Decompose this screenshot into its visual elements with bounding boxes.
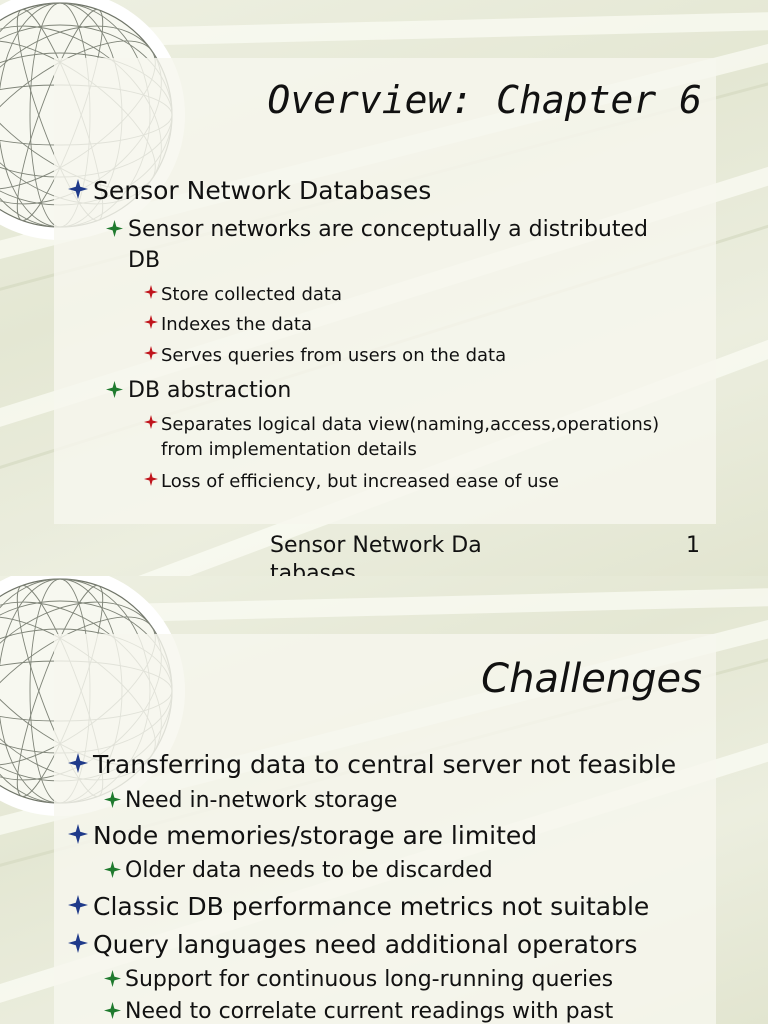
slide-title: Challenges xyxy=(481,656,702,702)
four-point-star-icon xyxy=(68,933,88,953)
slide-1: Overview: Chapter 6 Sensor Network Da tab… xyxy=(0,0,768,576)
slide-title: Overview: Chapter 6 xyxy=(267,78,702,122)
four-point-star-icon xyxy=(68,179,88,199)
four-point-star-icon xyxy=(104,791,121,808)
four-point-star-icon xyxy=(104,1002,121,1019)
four-point-star-icon xyxy=(68,895,88,915)
four-point-star-icon xyxy=(106,220,123,237)
four-point-star-icon xyxy=(104,861,121,878)
four-point-star-icon xyxy=(144,472,158,486)
four-point-star-icon xyxy=(68,824,88,844)
four-point-star-icon xyxy=(104,970,121,987)
content-panel xyxy=(54,634,716,1024)
slide-2: Challenges Transferring data to central … xyxy=(0,576,768,1024)
four-point-star-icon xyxy=(68,753,88,773)
four-point-star-icon xyxy=(144,315,158,329)
four-point-star-icon xyxy=(144,285,158,299)
four-point-star-icon xyxy=(144,346,158,360)
page-number: 1 xyxy=(686,533,700,558)
footer-title-continuation: tabases xyxy=(270,561,357,576)
footer-title: Sensor Network Da xyxy=(270,533,482,558)
content-panel xyxy=(54,58,716,524)
four-point-star-icon xyxy=(144,415,158,429)
four-point-star-icon xyxy=(106,381,123,398)
